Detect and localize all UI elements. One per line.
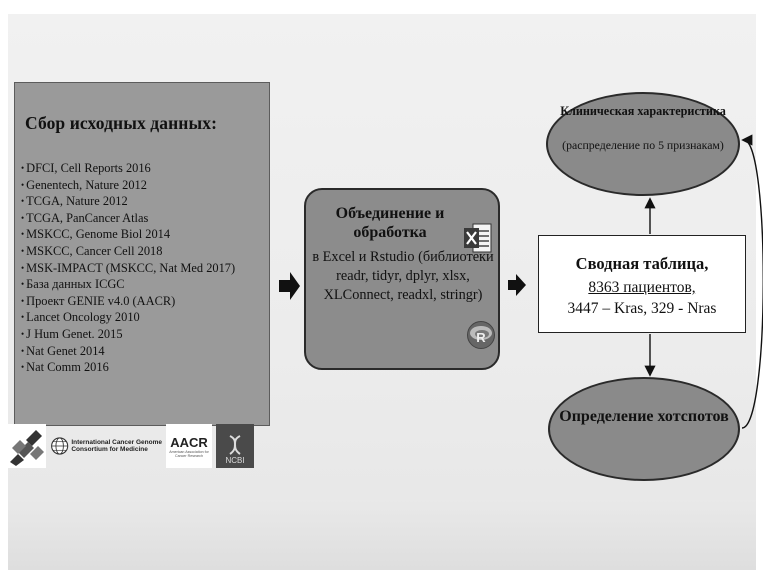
source-item: Lancet Oncology 2010: [21, 310, 265, 327]
source-item: База данных ICGC: [21, 277, 265, 294]
globe-icon: [51, 437, 69, 455]
summary-patient-count: 8363 пациентов,: [588, 279, 696, 296]
summary-title: Сводная таблица,: [575, 254, 709, 273]
ncbi-logo: NCBI: [216, 424, 254, 468]
excel-icon: [463, 222, 493, 254]
clinical-subtitle: (распределение по 5 признакам): [562, 138, 724, 152]
logo-strip: International Cancer Genome Consortium f…: [6, 420, 262, 472]
ncbi-logo-text: NCBI: [225, 456, 245, 465]
dna-helix-icon: [229, 435, 241, 455]
data-sources-box: Сбор исходных данных: DFCI, Cell Reports…: [14, 82, 270, 426]
source-item: MSKCC, Genome Biol 2014: [21, 227, 265, 244]
processing-body: в Excel и Rstudio (библиотеки readr, tid…: [312, 249, 494, 303]
hotspots-title: Определение хотспотов: [559, 408, 729, 425]
source-item: DFCI, Cell Reports 2016: [21, 161, 265, 178]
summary-table-box: Сводная таблица, 8363 пациентов, 3447 – …: [538, 235, 746, 333]
source-item: TCGA, PanCancer Atlas: [21, 211, 265, 228]
source-item: MSKCC, Cancer Cell 2018: [21, 244, 265, 261]
clinical-title: Клиническая характеристика: [560, 104, 726, 118]
source-item: Проект GENIE v4.0 (AACR): [21, 294, 265, 311]
icgc-logo: International Cancer Genome Consortium f…: [50, 424, 162, 468]
arrow-sources-to-processing: [279, 272, 300, 300]
processing-box: Объединение и обработка в Excel и Rstudi…: [304, 188, 500, 370]
source-item: J Hum Genet. 2015: [21, 327, 265, 344]
source-item: Genentech, Nature 2012: [21, 178, 265, 195]
icgc-logo-text: International Cancer Genome Consortium f…: [71, 439, 162, 453]
arrow-processing-to-summary: [508, 274, 526, 296]
sources-title: Сбор исходных данных:: [25, 113, 218, 133]
slide-bottom-band: [8, 500, 756, 570]
sources-list: DFCI, Cell Reports 2016 Genentech, Natur…: [21, 161, 265, 377]
source-item: MSK-IMPACT (MSKCC, Nat Med 2017): [21, 261, 265, 278]
clinical-characteristics-ellipse: Клиническая характеристика (распределени…: [546, 92, 740, 196]
source-item: Nat Comm 2016: [21, 360, 265, 377]
aacr-logo-text: AACR: [170, 434, 208, 450]
svg-text:R: R: [476, 330, 486, 345]
aacr-logo-subtext: American Association for Cancer Research: [169, 449, 209, 458]
source-item: Nat Genet 2014: [21, 344, 265, 361]
hotspots-ellipse: Определение хотспотов: [548, 377, 740, 481]
source-item: TCGA, Nature 2012: [21, 194, 265, 211]
cbioportal-logo: [6, 424, 46, 468]
processing-title: Объединение и обработка: [335, 205, 445, 241]
aacr-logo: AACR American Association for Cancer Res…: [166, 424, 212, 468]
r-logo-icon: R: [466, 320, 496, 350]
summary-kras-nras-split: 3447 – Kras, 329 - Nras: [567, 300, 717, 317]
arrow-hotspots-to-clinical: [741, 134, 763, 429]
